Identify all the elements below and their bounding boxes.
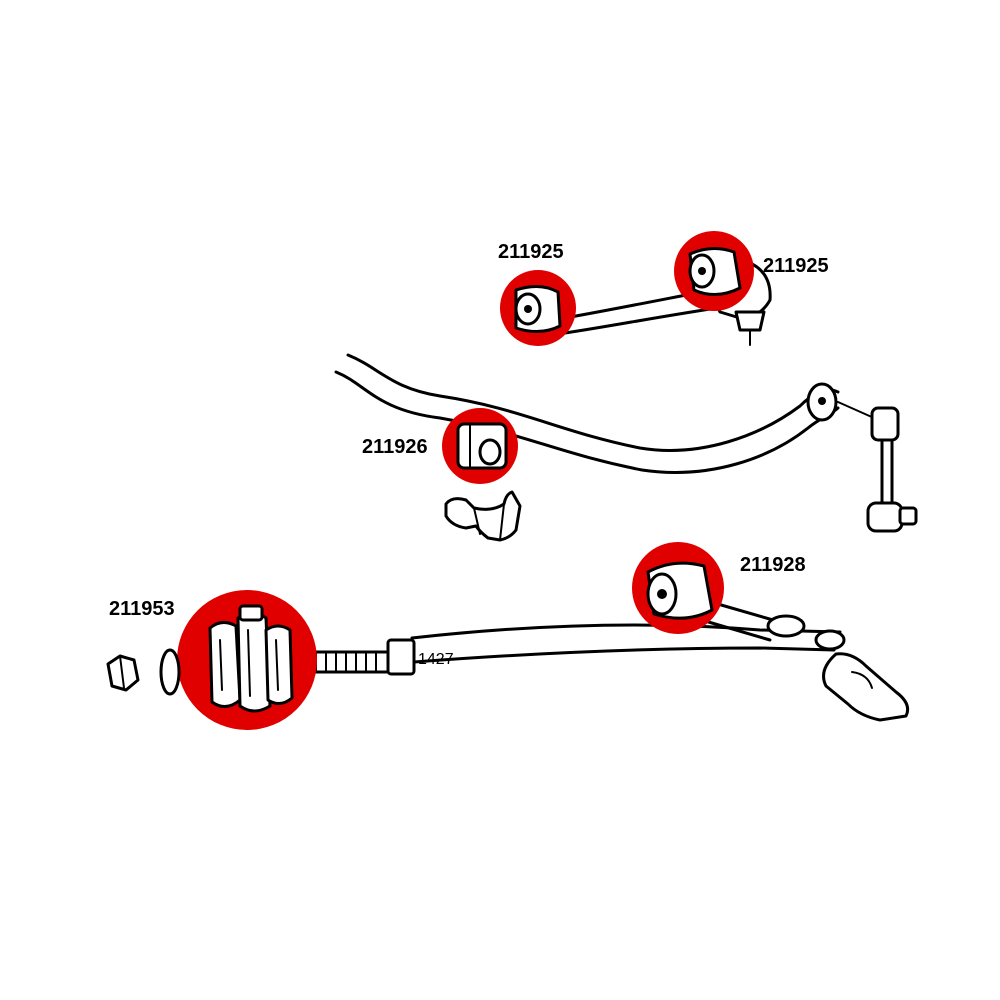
part-label-211953: 211953 xyxy=(109,598,175,620)
part-label-211925-outer: 211925 xyxy=(763,255,829,277)
strut-rod-thread: 1427 xyxy=(304,638,454,676)
bushing-highlight-strut-rod xyxy=(177,590,317,730)
part-label-211928: 211928 xyxy=(740,554,806,576)
sway-bar xyxy=(334,353,840,474)
rod-marking: 1427 xyxy=(418,651,454,668)
part-label-211925-inner: 211925 xyxy=(498,241,564,263)
bushing-highlight-lower-arm xyxy=(632,542,724,634)
bushing-highlight-upper-inner xyxy=(500,270,576,346)
strut-rod-washer xyxy=(159,648,181,696)
bushing-highlight-sway-bar xyxy=(442,408,518,484)
part-label-211926: 211926 xyxy=(362,436,428,458)
sway-bar-bracket xyxy=(444,490,522,542)
lower-control-arm xyxy=(410,594,910,722)
strut-rod-nut xyxy=(106,654,140,692)
sway-bar-end-link xyxy=(837,401,918,533)
bushing-highlight-upper-outer xyxy=(674,231,754,311)
